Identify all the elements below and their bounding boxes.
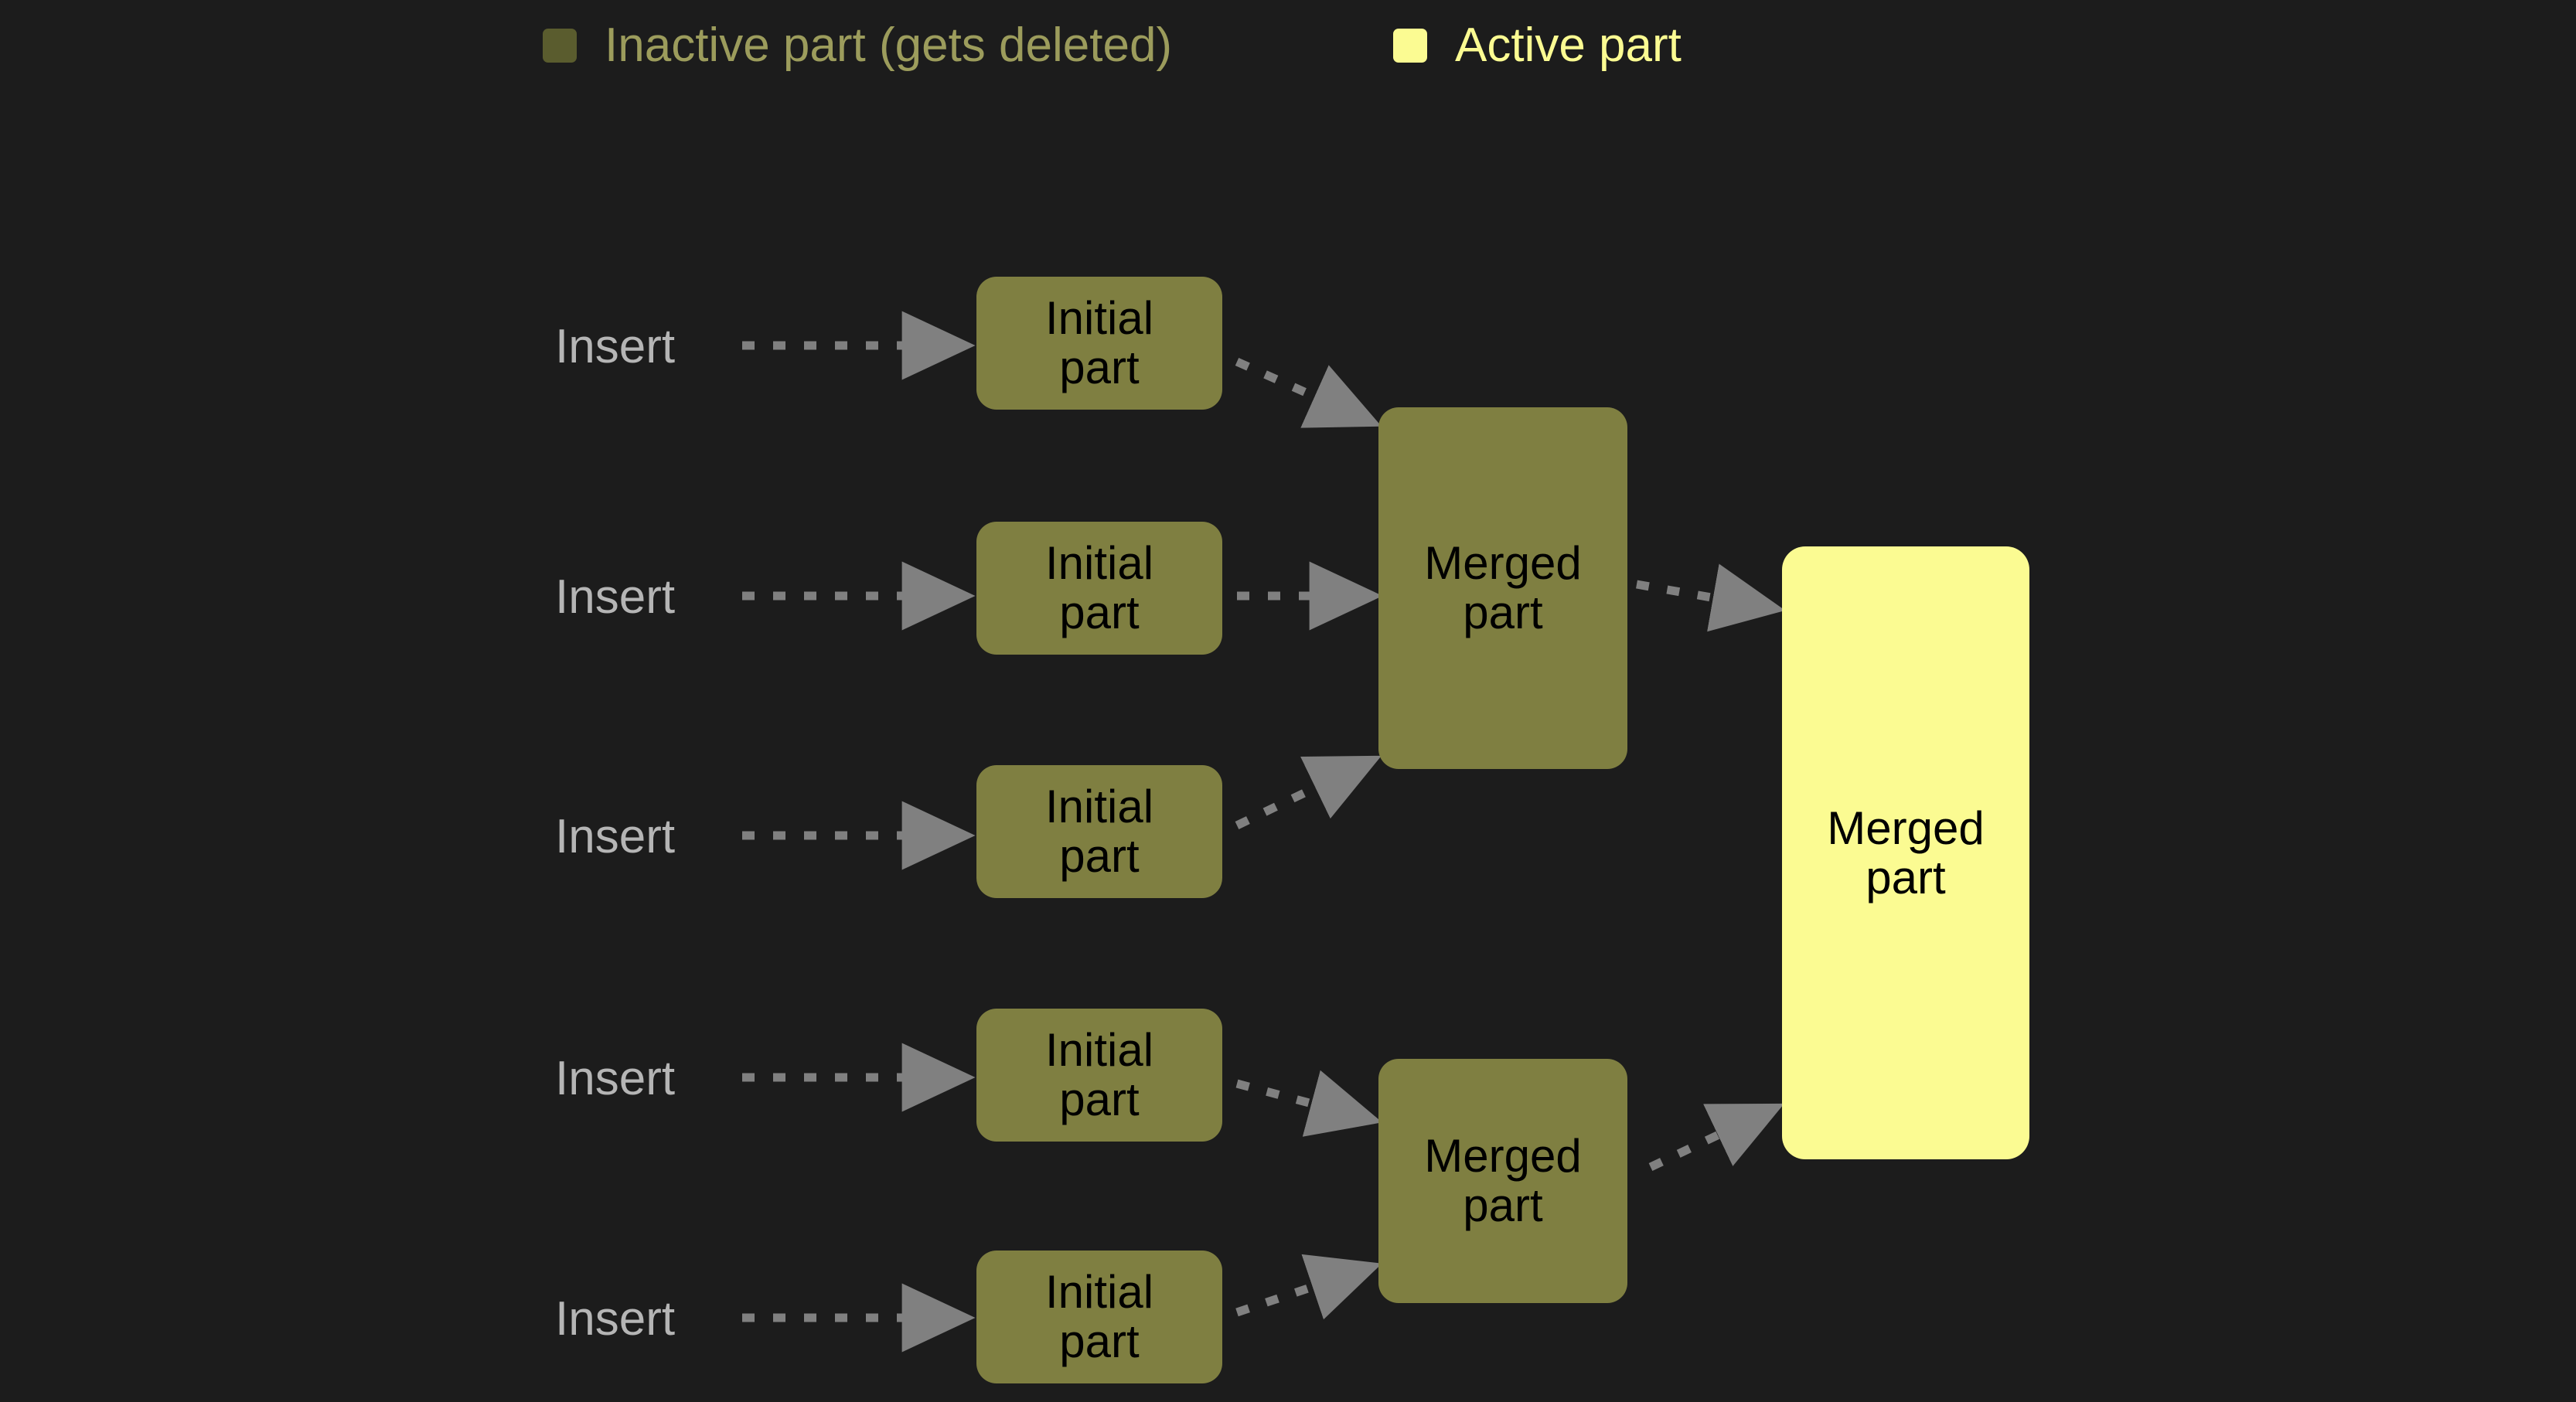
insert-label-2: Insert [555,570,676,624]
edge-merged-bottom-to-final [1648,1103,1784,1171]
edge-initial-4-to-merged-bottom [1235,1070,1382,1137]
legend-swatch-inactive-icon [543,29,577,63]
legend-swatch-active-icon [1393,29,1427,63]
insert-label-4: Insert [555,1052,676,1105]
initial-part-node-5[interactable]: Initial part [976,1251,1222,1383]
merged-part-node-final[interactable]: Merged part [1782,546,2029,1159]
insert-label-3: Insert [555,810,676,863]
initial-part-node-4[interactable]: Initial part [976,1009,1222,1142]
insert-label-1: Insert [555,320,676,373]
initial-part-node-1[interactable]: Initial part [976,277,1222,410]
edge-initial-1-to-merged-top [1235,357,1382,428]
legend-label-active: Active part [1455,19,1682,72]
edge-merged-top-to-final [1636,563,1786,632]
edge-initial-3-to-merged-top [1235,755,1382,829]
insert-label-5: Insert [555,1292,676,1346]
edge-initial-5-to-merged-bottom [1235,1254,1382,1320]
legend-item-active: Active part [1393,22,1682,70]
merged-part-node-bottom[interactable]: Merged part [1378,1059,1627,1303]
merged-part-node-top[interactable]: Merged part [1378,407,1627,769]
initial-part-node-3[interactable]: Initial part [976,765,1222,898]
initial-part-node-2[interactable]: Initial part [976,522,1222,655]
legend-item-inactive: Inactive part (gets deleted) [543,22,1172,70]
legend-label-inactive: Inactive part (gets deleted) [605,19,1173,72]
